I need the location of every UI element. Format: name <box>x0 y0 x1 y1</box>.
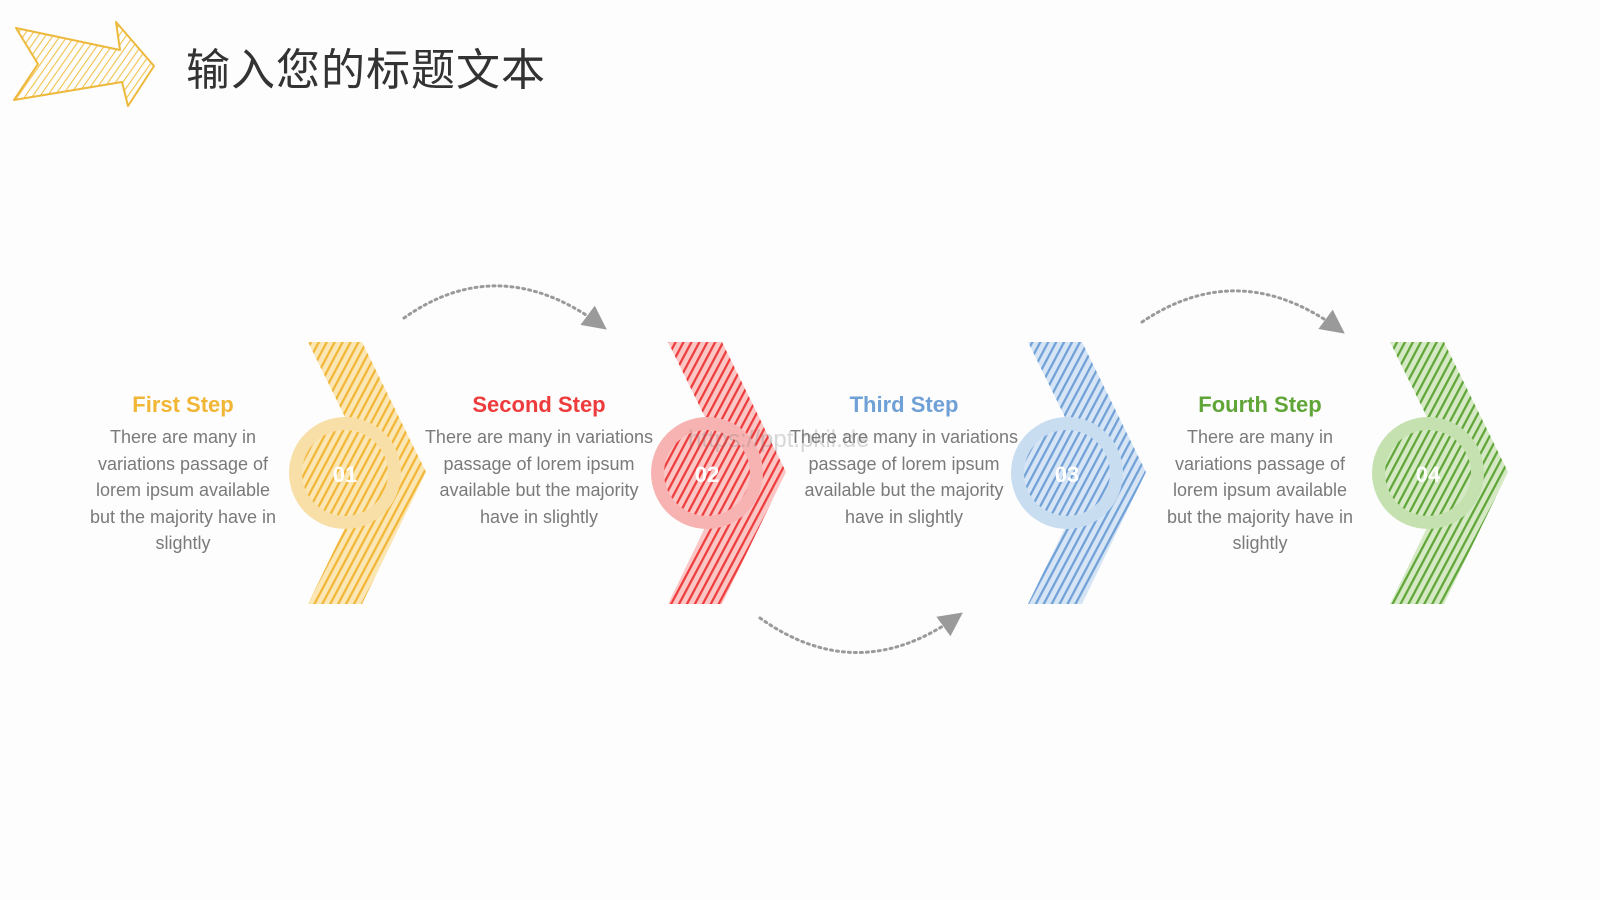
step-3-graphic: 03 <box>1011 342 1146 604</box>
sketch-arrow-icon <box>13 21 155 107</box>
step-description-4: There are many in variations passage of … <box>1166 427 1354 553</box>
step-4-graphic: 04 <box>1372 342 1508 604</box>
step-number-3: 03 <box>1055 462 1079 487</box>
connector-arrow-3 <box>1140 289 1345 334</box>
step-title-3: Third Step <box>849 392 959 417</box>
chevron-shape <box>308 342 426 604</box>
step-2-graphic: 02 <box>651 342 786 604</box>
step-description-1: There are many in variations passage of … <box>89 427 277 553</box>
step-circle <box>664 430 750 516</box>
step-circle <box>1024 430 1110 516</box>
step-description-2: There are many in variations passage of … <box>424 427 654 527</box>
step-number-1: 01 <box>333 462 357 487</box>
watermark: https://ppt.pkil.de <box>688 426 870 453</box>
step-1-graphic: 01 <box>289 342 426 604</box>
step-description-3: There are many in variations passage of … <box>789 427 1019 527</box>
slide-title: 输入您的标题文本 <box>186 45 546 96</box>
step-number-2: 02 <box>695 462 719 487</box>
step-circle <box>302 430 388 516</box>
step-circle <box>1385 430 1471 516</box>
step-title-1: First Step <box>132 392 234 417</box>
step-title-2: Second Step <box>472 392 606 417</box>
connector-arrow-2 <box>758 612 963 654</box>
connector-arrow-1 <box>402 284 607 330</box>
chevron-shape <box>1390 342 1508 604</box>
step-title-4: Fourth Step <box>1198 392 1322 417</box>
step-number-4: 04 <box>1416 462 1441 487</box>
